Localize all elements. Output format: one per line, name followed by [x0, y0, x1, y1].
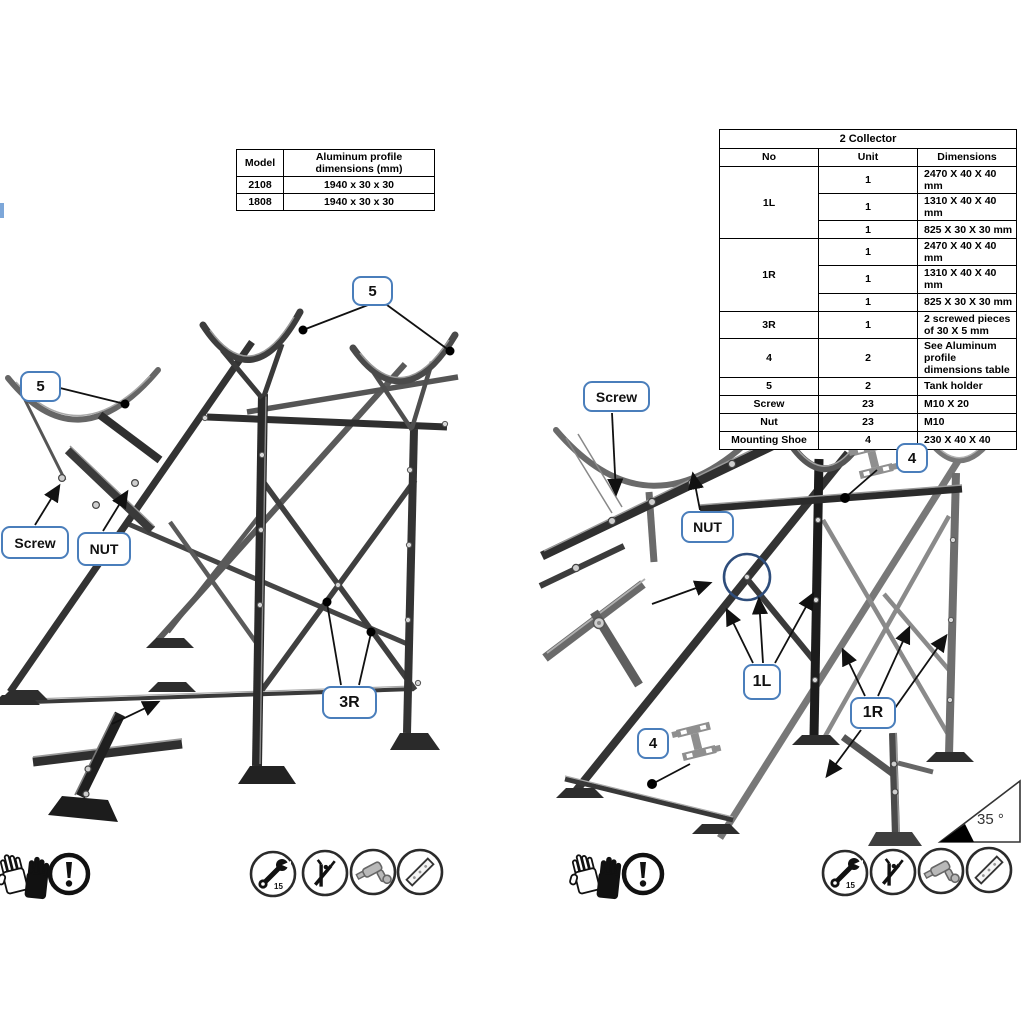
dims-cell: 825 X 30 X 30 mm: [917, 292, 1017, 312]
table-row: 1 825 X 30 X 30 mm: [720, 220, 1017, 240]
table-row: Nut 23 M10: [719, 412, 1017, 432]
part-no-cell: 5: [719, 376, 819, 396]
right-mounting-shoe-detail: [840, 732, 934, 846]
dims-cell: See Aluminum profile dimensions table: [917, 337, 1017, 378]
left-mounting-shoe-detail: [32, 700, 183, 822]
callout-profile-4-top: 4: [896, 443, 928, 473]
column-header: Aluminum profile dimensions (mm): [283, 148, 435, 178]
unit-cell: 1: [818, 238, 918, 267]
model-cell: 1808: [236, 193, 284, 212]
callout-nut-right: NUT: [681, 511, 734, 543]
table-row: Screw 23 M10 X 20: [719, 394, 1017, 414]
tool-icons-right: [821, 846, 1013, 897]
dims-cell: 230 X 40 X 40: [917, 430, 1017, 450]
unit-cell: 1: [818, 220, 918, 240]
part-no-cell: Nut: [719, 412, 819, 432]
table-row: 1R 1 2470 X 40 X 40 mm: [719, 238, 1017, 312]
part-no-cell: Screw: [719, 394, 819, 414]
gloves-icon: [0, 851, 51, 900]
table-row: 3R 1 2 screwed pieces of 30 X 5 mm: [719, 310, 1017, 339]
dims-cell: 825 X 30 X 30 mm: [917, 220, 1017, 240]
callout-nut-left: NUT: [77, 532, 131, 566]
callout-profile-4-bottom: 4: [637, 728, 669, 759]
dims-cell: 1310 X 40 X 40 mm: [917, 193, 1017, 222]
model-cell: 2108: [236, 176, 284, 195]
right-callout-dots: [647, 493, 850, 789]
dims-cell: 2470 X 40 X 40 mm: [917, 165, 1017, 195]
dims-cell: 2 screwed pieces of 30 X 5 mm: [917, 310, 1017, 339]
dims-cell: 1310 X 40 X 40 mm: [917, 265, 1017, 294]
callout-screw-right: Screw: [583, 381, 650, 412]
dims-cell: 2470 X 40 X 40 mm: [917, 238, 1017, 267]
left-frame-illustration: [0, 308, 459, 784]
part-no-cell: 1R: [719, 238, 819, 312]
dims-cell: M10 X 20: [917, 394, 1017, 414]
unit-cell: 2: [818, 337, 918, 378]
unit-cell: 2: [818, 376, 918, 396]
tool-icons-left: [249, 848, 444, 898]
callout-1l: 1L: [743, 664, 781, 700]
table-row: 1 1310 X 40 X 40 mm: [720, 265, 1017, 294]
callout-screw-left: Screw: [1, 526, 69, 559]
unit-cell: 1: [818, 165, 918, 195]
part-no-cell: 1L: [719, 165, 819, 240]
column-header: Unit: [818, 148, 918, 167]
aluminum-profile-table: Model Aluminum profile dimensions (mm) 2…: [236, 148, 435, 212]
left-callout-dots: [120, 325, 455, 637]
right-callout-connectors: [607, 412, 948, 784]
table-row: 1 1310 X 40 X 40 mm: [720, 193, 1017, 222]
angle-indicator: 35 °: [937, 779, 1021, 843]
callout-3r: 3R: [322, 686, 377, 719]
page-edge-mark: [0, 203, 4, 218]
warning-icon: [50, 855, 88, 893]
dims-cell: Tank holder: [917, 376, 1017, 396]
callout-tank-holder-5-inset: 5: [20, 371, 61, 402]
left-callout-connectors: [34, 304, 451, 686]
part-no-cell: Mounting Shoe: [719, 430, 819, 450]
table-row: 5 2 Tank holder: [719, 376, 1017, 396]
dims-cell: M10: [917, 412, 1017, 432]
table-title: 2 Collector: [719, 129, 1017, 149]
part-no-cell: 4: [719, 337, 819, 378]
callout-tank-holder-5: 5: [352, 276, 393, 306]
column-header: Model: [236, 148, 284, 178]
table-row: 2108 1940 x 30 x 30: [236, 176, 435, 195]
table-row: 1L 1 2470 X 40 X 40 mm: [719, 165, 1017, 240]
right-t-joint-detail: [542, 578, 713, 688]
dims-cell: 1940 x 30 x 30: [283, 193, 435, 212]
unit-cell: 4: [818, 430, 918, 450]
table-row: Mounting Shoe 4 230 X 40 X 40: [719, 430, 1017, 450]
gloves-icon: [562, 851, 623, 900]
warning-icon: [624, 855, 662, 893]
angle-value-label: 35 °: [977, 811, 1004, 828]
unit-cell: 1: [818, 292, 918, 312]
parts-list-table: 2 Collector No Unit Dimensions 1L 1 2470…: [719, 129, 1017, 450]
dims-cell: 1940 x 30 x 30: [283, 176, 435, 195]
unit-cell: 23: [818, 412, 918, 432]
unit-cell: 1: [818, 265, 918, 294]
aluminum-profile-glyph-bottom: [671, 720, 722, 763]
callout-1r: 1R: [850, 697, 896, 729]
column-header: No: [719, 148, 819, 167]
unit-cell: 1: [818, 193, 918, 222]
right-frame-illustration: [556, 417, 999, 840]
part-no-cell: 3R: [719, 310, 819, 339]
unit-cell: 1: [818, 310, 918, 339]
column-header: Dimensions: [917, 148, 1017, 167]
table-row: 4 2 See Aluminum profile dimensions tabl…: [719, 337, 1017, 378]
unit-cell: 23: [818, 394, 918, 414]
right-rail-screw-detail: [538, 427, 774, 589]
joint-highlight-circle: [722, 552, 772, 602]
table-row: 1808 1940 x 30 x 30: [236, 193, 435, 212]
